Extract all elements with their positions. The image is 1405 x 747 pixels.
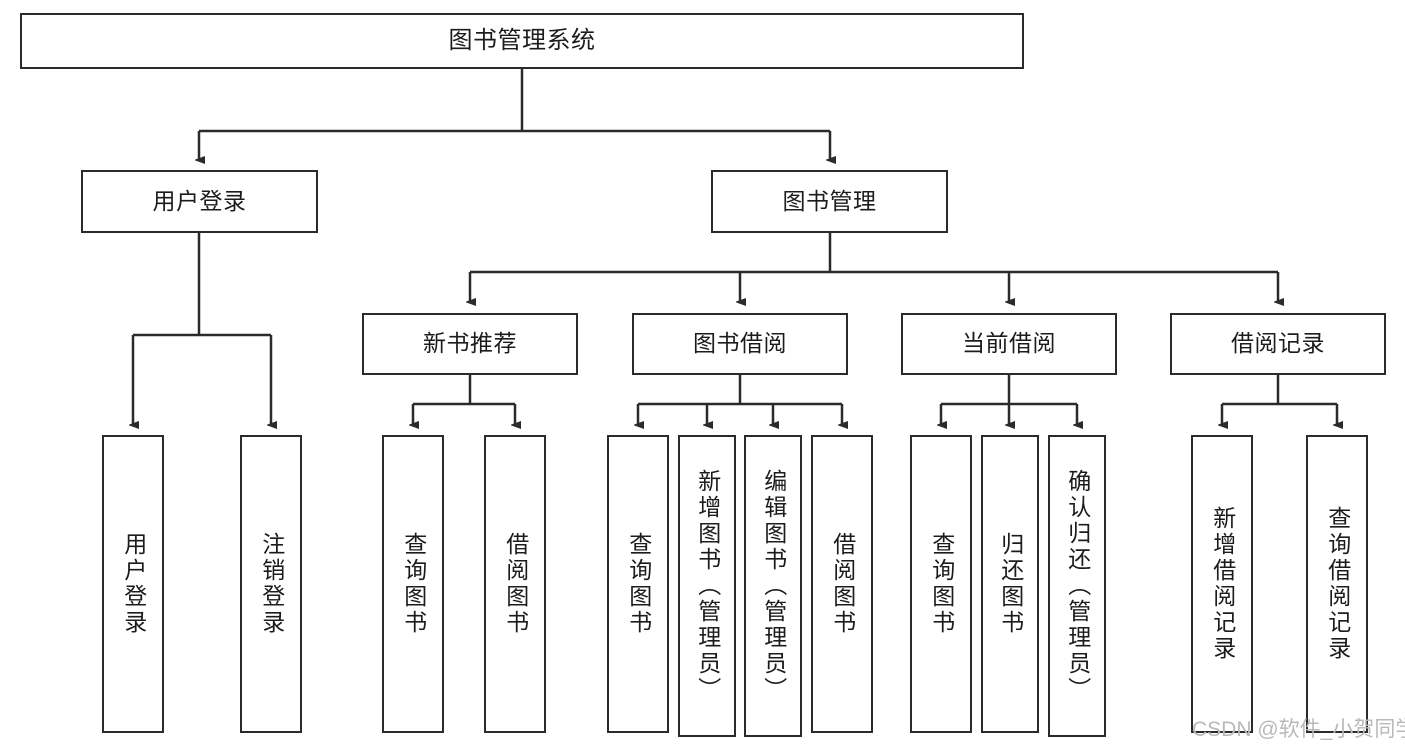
node-leaf-logout[interactable]: 注销登录 (240, 435, 302, 733)
node-label: 查询图书 (928, 532, 955, 636)
node-leaf-add-borrow-record[interactable]: 新增借阅记录 (1191, 435, 1253, 733)
node-user-login[interactable]: 用户登录 (81, 170, 318, 233)
node-book-management[interactable]: 图书管理 (711, 170, 948, 233)
node-label: 图书管理 (782, 187, 877, 214)
node-borrow-record[interactable]: 借阅记录 (1170, 313, 1386, 375)
node-label: 查询图书 (625, 532, 652, 636)
node-leaf-add-book-admin[interactable]: 新增图书（管理员） (678, 435, 736, 737)
node-label: 归还图书 (997, 532, 1024, 636)
node-label: 新书推荐 (423, 330, 517, 357)
node-leaf-confirm-return-admin[interactable]: 确认归还（管理员） (1048, 435, 1106, 737)
node-label: 编辑图书（管理员） (760, 469, 787, 703)
node-label: 查询借阅记录 (1324, 506, 1351, 662)
node-leaf-user-login[interactable]: 用户登录 (102, 435, 164, 733)
node-label: 新增借阅记录 (1209, 506, 1236, 662)
node-root-book-management-system[interactable]: 图书管理系统 (20, 13, 1024, 69)
node-leaf-query-book-recommend[interactable]: 查询图书 (382, 435, 444, 733)
node-label: 确认归还（管理员） (1064, 469, 1091, 703)
node-book-borrow[interactable]: 图书借阅 (632, 313, 848, 375)
node-label: 用户登录 (120, 532, 147, 636)
node-leaf-query-book-borrow[interactable]: 查询图书 (607, 435, 669, 733)
node-leaf-borrow-book[interactable]: 借阅图书 (811, 435, 873, 733)
node-label: 注销登录 (258, 532, 285, 636)
node-label: 当前借阅 (962, 330, 1056, 357)
node-label: 图书管理系统 (448, 26, 596, 54)
node-label: 借阅记录 (1231, 330, 1325, 357)
node-new-book-recommend[interactable]: 新书推荐 (362, 313, 578, 375)
node-leaf-edit-book-admin[interactable]: 编辑图书（管理员） (744, 435, 802, 737)
node-leaf-query-borrow-record[interactable]: 查询借阅记录 (1306, 435, 1368, 733)
node-label: 新增图书（管理员） (694, 469, 721, 703)
node-current-borrow[interactable]: 当前借阅 (901, 313, 1117, 375)
node-label: 借阅图书 (502, 532, 529, 636)
node-label: 图书借阅 (693, 330, 787, 357)
csdn-watermark: CSDN @软件_小贺同学 (1192, 718, 1405, 741)
node-label: 用户登录 (152, 187, 247, 214)
node-label: 查询图书 (400, 532, 427, 636)
node-leaf-return-book[interactable]: 归还图书 (981, 435, 1039, 733)
node-leaf-query-book-current[interactable]: 查询图书 (910, 435, 972, 733)
node-label: 借阅图书 (829, 532, 856, 636)
node-leaf-borrow-book-recommend[interactable]: 借阅图书 (484, 435, 546, 733)
